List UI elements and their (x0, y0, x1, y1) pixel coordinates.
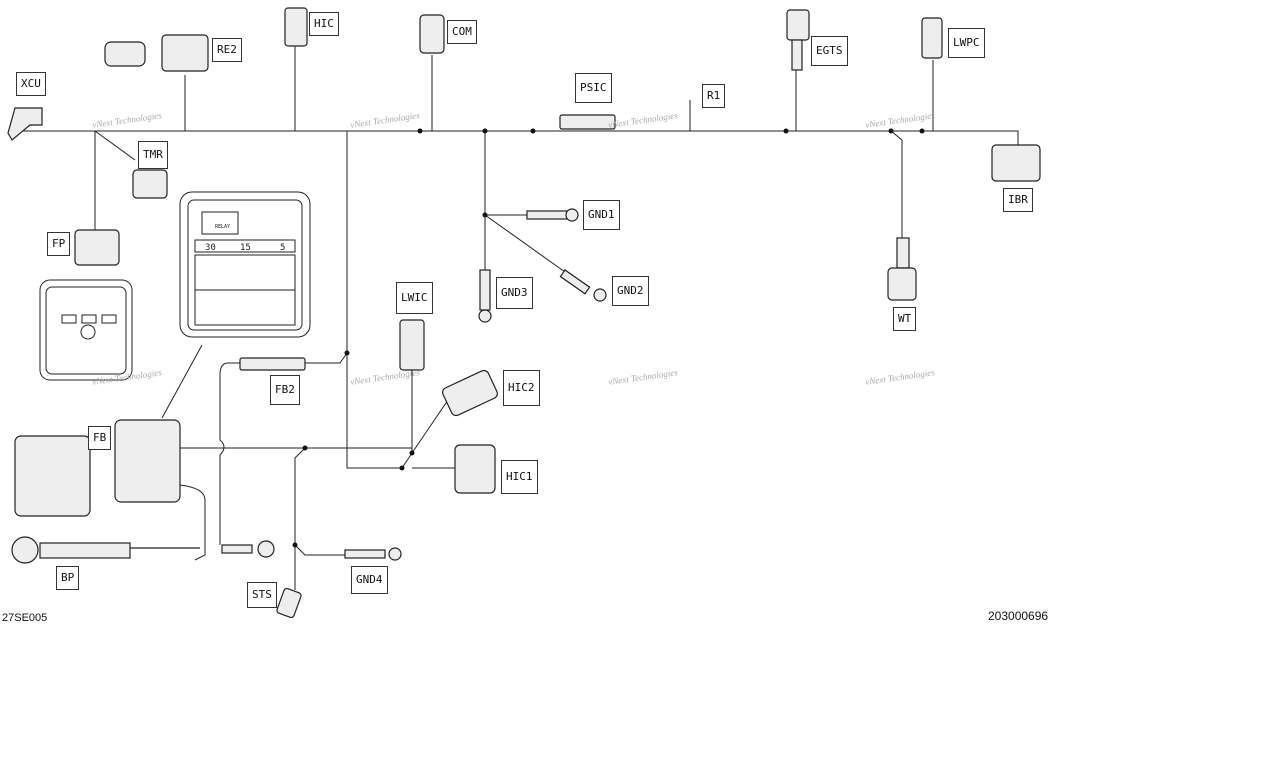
label-lwic: LWIC (396, 282, 433, 314)
branch-wt (890, 130, 903, 240)
label-bp: BP (56, 566, 80, 590)
branch-gnd2 (484, 214, 566, 273)
branch-central (346, 131, 402, 469)
fp-connector-icon (74, 229, 120, 266)
fuse-30-text: 30 (205, 243, 216, 253)
gnd3-terminal-icon (478, 269, 492, 323)
re2-connector-icon (104, 41, 146, 67)
label-hic1: HIC1 (501, 460, 538, 494)
label-xcu: XCU (16, 72, 46, 96)
hic1-connector-icon (454, 444, 496, 494)
ibr-connector-icon (991, 144, 1041, 182)
relay-text: RELAY (215, 224, 230, 230)
hic-connector-icon (284, 7, 308, 47)
wt-connector-icon (887, 237, 917, 301)
ecu-outline (39, 279, 133, 381)
label-gnd4: GND4 (351, 566, 388, 594)
label-fb2: FB2 (270, 375, 300, 405)
bp-ring-icon (221, 540, 275, 558)
label-egts: EGTS (811, 36, 848, 66)
label-sts: STS (247, 582, 277, 608)
label-wt: WT (893, 307, 917, 331)
label-r1: R1 (702, 84, 726, 108)
fuse-5-text: 5 (280, 243, 285, 253)
bp-terminal-icon (11, 536, 200, 564)
fuse-box-outline (179, 191, 311, 338)
lwpc-connector-icon (921, 17, 943, 59)
branch-bp (179, 484, 206, 561)
label-lwpc: LWPC (948, 28, 985, 58)
label-re2: RE2 (212, 38, 242, 62)
fb-connector-icon (14, 419, 181, 517)
label-tmr: TMR (138, 141, 168, 169)
sts-sensor-icon (276, 587, 302, 619)
label-fp: FP (47, 232, 71, 256)
re2b-connector-icon (161, 34, 209, 72)
branch-hic1-node (401, 452, 413, 469)
branch-fusebox (161, 344, 203, 419)
egts-connector-icon (786, 9, 810, 71)
fb2-fuse-icon (239, 357, 306, 371)
label-com: COM (447, 20, 477, 44)
figure-code-right: 203000696 (988, 609, 1049, 623)
gnd4-terminal-icon (344, 547, 402, 561)
label-psic: PSIC (575, 73, 612, 103)
label-fb: FB (88, 426, 112, 450)
branch-tmr (94, 130, 136, 161)
gnd1-terminal-icon (526, 208, 579, 222)
branch-fb2 (219, 352, 348, 545)
xcu-connector-icon (7, 107, 43, 141)
label-hic2: HIC2 (503, 370, 540, 406)
branch-hic2 (411, 399, 449, 454)
label-gnd1: GND1 (583, 200, 620, 230)
label-gnd3: GND3 (496, 277, 533, 309)
lwic-connector-icon (399, 319, 425, 371)
hic2-connector-icon (442, 369, 498, 417)
label-gnd2: GND2 (612, 276, 649, 306)
gnd2-terminal-icon (559, 269, 607, 302)
fuse-15-text: 15 (240, 243, 251, 253)
figure-code-left: 27SE005 (2, 612, 48, 624)
label-ibr: IBR (1003, 188, 1033, 212)
com-connector-icon (419, 14, 445, 54)
psic-connector-icon (559, 114, 616, 130)
label-hic: HIC (309, 12, 339, 36)
tmr-connector-icon (132, 169, 168, 199)
branch-sts (294, 447, 345, 556)
main-harness-trunk (10, 130, 1019, 150)
